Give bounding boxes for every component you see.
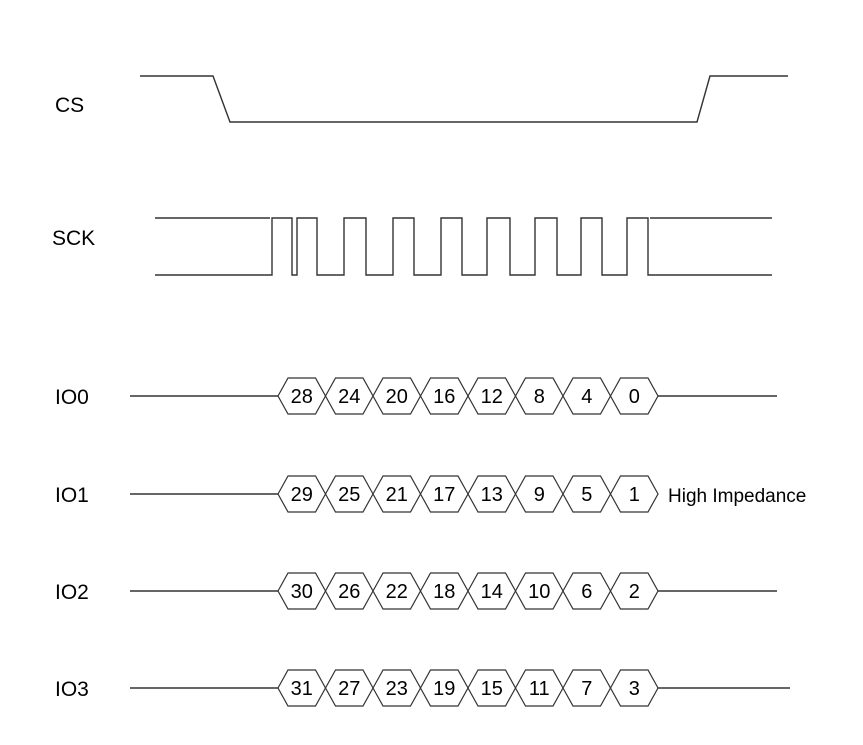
cs-waveform — [140, 75, 788, 123]
bit-number: 6 — [581, 581, 592, 603]
bit-number: 15 — [481, 678, 503, 700]
bit-number: 2 — [629, 581, 640, 603]
bit-number: 26 — [338, 581, 360, 603]
bit-number: 1 — [629, 484, 640, 506]
bit-number: 11 — [529, 678, 550, 700]
bit-number: 27 — [338, 678, 360, 700]
bit-number: 3 — [629, 678, 640, 700]
bit-cell — [609, 377, 659, 415]
bit-number: 22 — [386, 581, 408, 603]
io-lane-label: IO3 — [55, 678, 89, 701]
bit-number: 29 — [291, 484, 313, 506]
bit-number: 19 — [433, 678, 455, 700]
bit-number: 7 — [581, 678, 592, 700]
cs-label: CS — [55, 94, 84, 117]
bit-cell — [609, 669, 659, 707]
bit-cell — [609, 475, 659, 513]
bit-cell — [609, 572, 659, 610]
bit-number: 9 — [534, 484, 545, 506]
bit-number: 21 — [386, 484, 408, 506]
bit-number: 14 — [481, 581, 503, 603]
bit-number: 0 — [629, 386, 640, 408]
bit-number: 20 — [386, 386, 408, 408]
io-lane-label: IO0 — [55, 386, 89, 409]
bit-number: 10 — [528, 581, 550, 603]
bit-number: 4 — [581, 386, 592, 408]
bit-number: 17 — [433, 484, 455, 506]
sck-pulse-train — [270, 217, 650, 276]
bit-number: 5 — [581, 484, 592, 506]
bit-number: 12 — [481, 386, 503, 408]
bit-number: 8 — [534, 386, 545, 408]
bit-number: 24 — [338, 386, 360, 408]
bit-number: 23 — [386, 678, 408, 700]
high-impedance-label: High Impedance — [668, 486, 806, 507]
bit-number: 18 — [433, 581, 455, 603]
bit-number: 30 — [291, 581, 313, 603]
bit-number: 25 — [338, 484, 360, 506]
io-lane-label: IO2 — [55, 581, 89, 604]
sck-label: SCK — [52, 227, 95, 250]
bit-number: 13 — [481, 484, 503, 506]
bit-number: 16 — [433, 386, 455, 408]
bit-number: 31 — [291, 678, 313, 700]
bit-number: 28 — [291, 386, 313, 408]
io-lane-label: IO1 — [55, 484, 89, 507]
